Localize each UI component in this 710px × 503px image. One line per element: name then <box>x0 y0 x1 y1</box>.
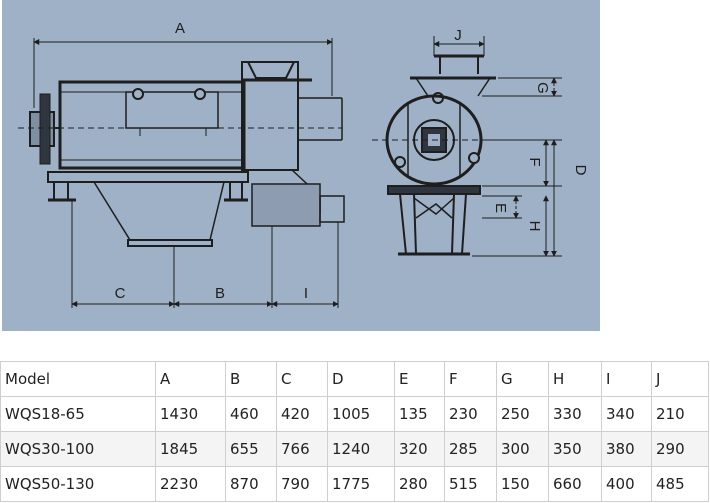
table-cell: 515 <box>444 466 497 502</box>
table-cell: 660 <box>548 466 602 502</box>
column-header: E <box>394 361 445 397</box>
table-cell: 790 <box>276 466 328 502</box>
column-header: J <box>651 361 709 397</box>
table-cell: 330 <box>548 396 602 432</box>
column-header: I <box>601 361 652 397</box>
column-header: B <box>225 361 277 397</box>
table-cell: 485 <box>651 466 709 502</box>
table-cell: WQS30-100 <box>0 431 156 467</box>
table-cell: 340 <box>601 396 652 432</box>
column-header: C <box>276 361 328 397</box>
column-header: G <box>496 361 549 397</box>
spec-table: Model A B C D E F G H I J WQS18-65 1430 … <box>0 361 709 502</box>
table-cell: WQS50-130 <box>0 466 156 502</box>
table-cell: 400 <box>601 466 652 502</box>
table-cell: 870 <box>225 466 277 502</box>
dim-label-j: J <box>454 27 462 44</box>
end-view <box>372 36 562 257</box>
table-cell: 1775 <box>327 466 395 502</box>
table-cell: 1005 <box>327 396 395 432</box>
table-cell: 300 <box>496 431 549 467</box>
table-cell: 350 <box>548 431 602 467</box>
dim-label-d: D <box>572 165 589 176</box>
column-header: F <box>444 361 497 397</box>
table-cell: 380 <box>601 431 652 467</box>
column-header: A <box>155 361 226 397</box>
dim-label-e: E <box>492 203 509 213</box>
table-row: WQS30-100 1845 655 766 1240 320 285 300 … <box>0 431 709 467</box>
dim-label-g: G <box>534 82 551 94</box>
table-cell: 655 <box>225 431 277 467</box>
table-row: WQS18-65 1430 460 420 1005 135 230 250 3… <box>0 396 709 432</box>
table-cell: 285 <box>444 431 497 467</box>
table-cell: 150 <box>496 466 549 502</box>
side-view <box>18 38 345 308</box>
technical-drawing: A C B I J G F D E H <box>2 0 600 331</box>
table-cell: 320 <box>394 431 445 467</box>
dim-label-b: B <box>215 285 225 302</box>
dim-label-a: A <box>175 20 185 37</box>
table-cell: 1845 <box>155 431 226 467</box>
table-cell: 230 <box>444 396 497 432</box>
table-cell: WQS18-65 <box>0 396 156 432</box>
table-cell: 2230 <box>155 466 226 502</box>
table-header-row: Model A B C D E F G H I J <box>0 361 709 397</box>
table-row: WQS50-130 2230 870 790 1775 280 515 150 … <box>0 466 709 502</box>
table-cell: 766 <box>276 431 328 467</box>
table-cell: 290 <box>651 431 709 467</box>
table-cell: 420 <box>276 396 328 432</box>
column-header: Model <box>0 361 156 397</box>
dim-label-i: I <box>304 285 308 302</box>
dim-label-h: H <box>526 221 543 232</box>
table-cell: 1430 <box>155 396 226 432</box>
dim-label-f: F <box>526 157 543 166</box>
table-cell: 1240 <box>327 431 395 467</box>
dim-label-c: C <box>115 285 126 302</box>
table-cell: 250 <box>496 396 549 432</box>
table-cell: 210 <box>651 396 709 432</box>
table-cell: 460 <box>225 396 277 432</box>
table-cell: 135 <box>394 396 445 432</box>
column-header: H <box>548 361 602 397</box>
table-cell: 280 <box>394 466 445 502</box>
column-header: D <box>327 361 395 397</box>
